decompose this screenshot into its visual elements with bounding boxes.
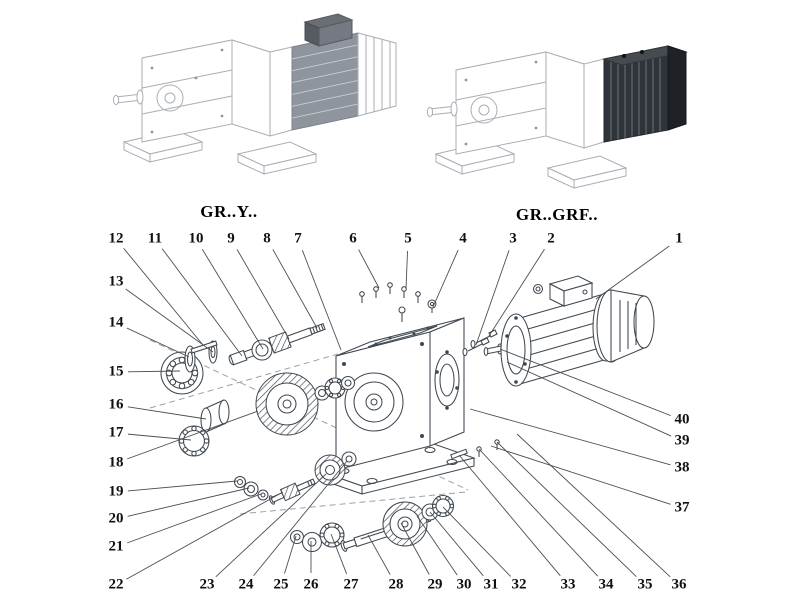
leader-line-33 <box>458 454 561 577</box>
output-shaft-assembly <box>289 494 455 553</box>
cover-screws <box>359 282 437 313</box>
leader-line-7 <box>301 250 342 351</box>
pinion-shaft <box>268 478 316 505</box>
leader-line-23 <box>215 473 327 578</box>
electric-motor <box>483 275 655 387</box>
leader-lines <box>123 245 672 580</box>
leader-line-10 <box>201 249 264 350</box>
leader-line-25 <box>284 535 297 574</box>
motor-body <box>291 32 359 131</box>
leader-line-5 <box>405 250 408 290</box>
leader-line-29 <box>400 522 430 575</box>
leader-line-15 <box>127 370 181 373</box>
leader-line-28 <box>367 534 391 575</box>
leader-line-8 <box>272 249 318 329</box>
leader-line-20 <box>127 487 250 517</box>
input-shaft <box>228 322 326 366</box>
leader-line-24 <box>253 460 348 576</box>
intermediate-gear-cluster <box>178 372 356 457</box>
leader-line-18 <box>127 410 259 460</box>
leader-line-22 <box>126 491 284 580</box>
assembled-gearmotor-gr-y-illustration <box>112 13 397 175</box>
leader-line-40 <box>499 348 671 417</box>
eyebolt <box>532 283 544 295</box>
exploded-view-diagram <box>149 275 655 553</box>
leader-line-34 <box>478 448 599 577</box>
leader-line-38 <box>469 408 671 466</box>
leader-line-12 <box>123 247 204 346</box>
input-shaft-assembly <box>160 322 326 395</box>
leader-line-6 <box>358 249 380 289</box>
leader-line-4 <box>432 249 459 308</box>
leader-line-21 <box>127 493 262 544</box>
leader-line-2 <box>488 248 545 337</box>
leader-line-30 <box>416 515 458 576</box>
leader-line-9 <box>236 249 290 340</box>
breather-plug <box>398 306 406 314</box>
pinion-shaft-assembly <box>233 451 357 505</box>
assembled-gearmotor-gr-grf-illustration <box>426 45 688 189</box>
leader-line-19 <box>127 480 238 492</box>
leader-line-3 <box>475 250 510 346</box>
motor-flange <box>500 313 532 387</box>
leader-line-36 <box>516 433 671 578</box>
variant-label-gr-grf: GR..GRF.. <box>515 205 599 224</box>
leader-line-31 <box>429 511 484 577</box>
leader-line-32 <box>442 506 511 577</box>
variant-label-gr-y: GR..Y.. <box>200 202 258 221</box>
fan-cowl <box>357 32 397 117</box>
motor-flange-face <box>434 353 460 407</box>
inspection-cover <box>367 325 438 348</box>
leader-line-14 <box>126 327 190 358</box>
leader-line-11 <box>161 248 243 357</box>
gearbox-housing <box>320 306 476 495</box>
leader-line-27 <box>330 533 348 574</box>
leader-line-39 <box>506 361 672 437</box>
leader-line-16 <box>127 406 207 420</box>
leader-line-13 <box>125 288 214 353</box>
leader-line-35 <box>496 441 637 577</box>
leader-line-1 <box>595 245 670 300</box>
leader-line-37 <box>490 445 671 505</box>
gearbox-front-face <box>141 39 233 143</box>
